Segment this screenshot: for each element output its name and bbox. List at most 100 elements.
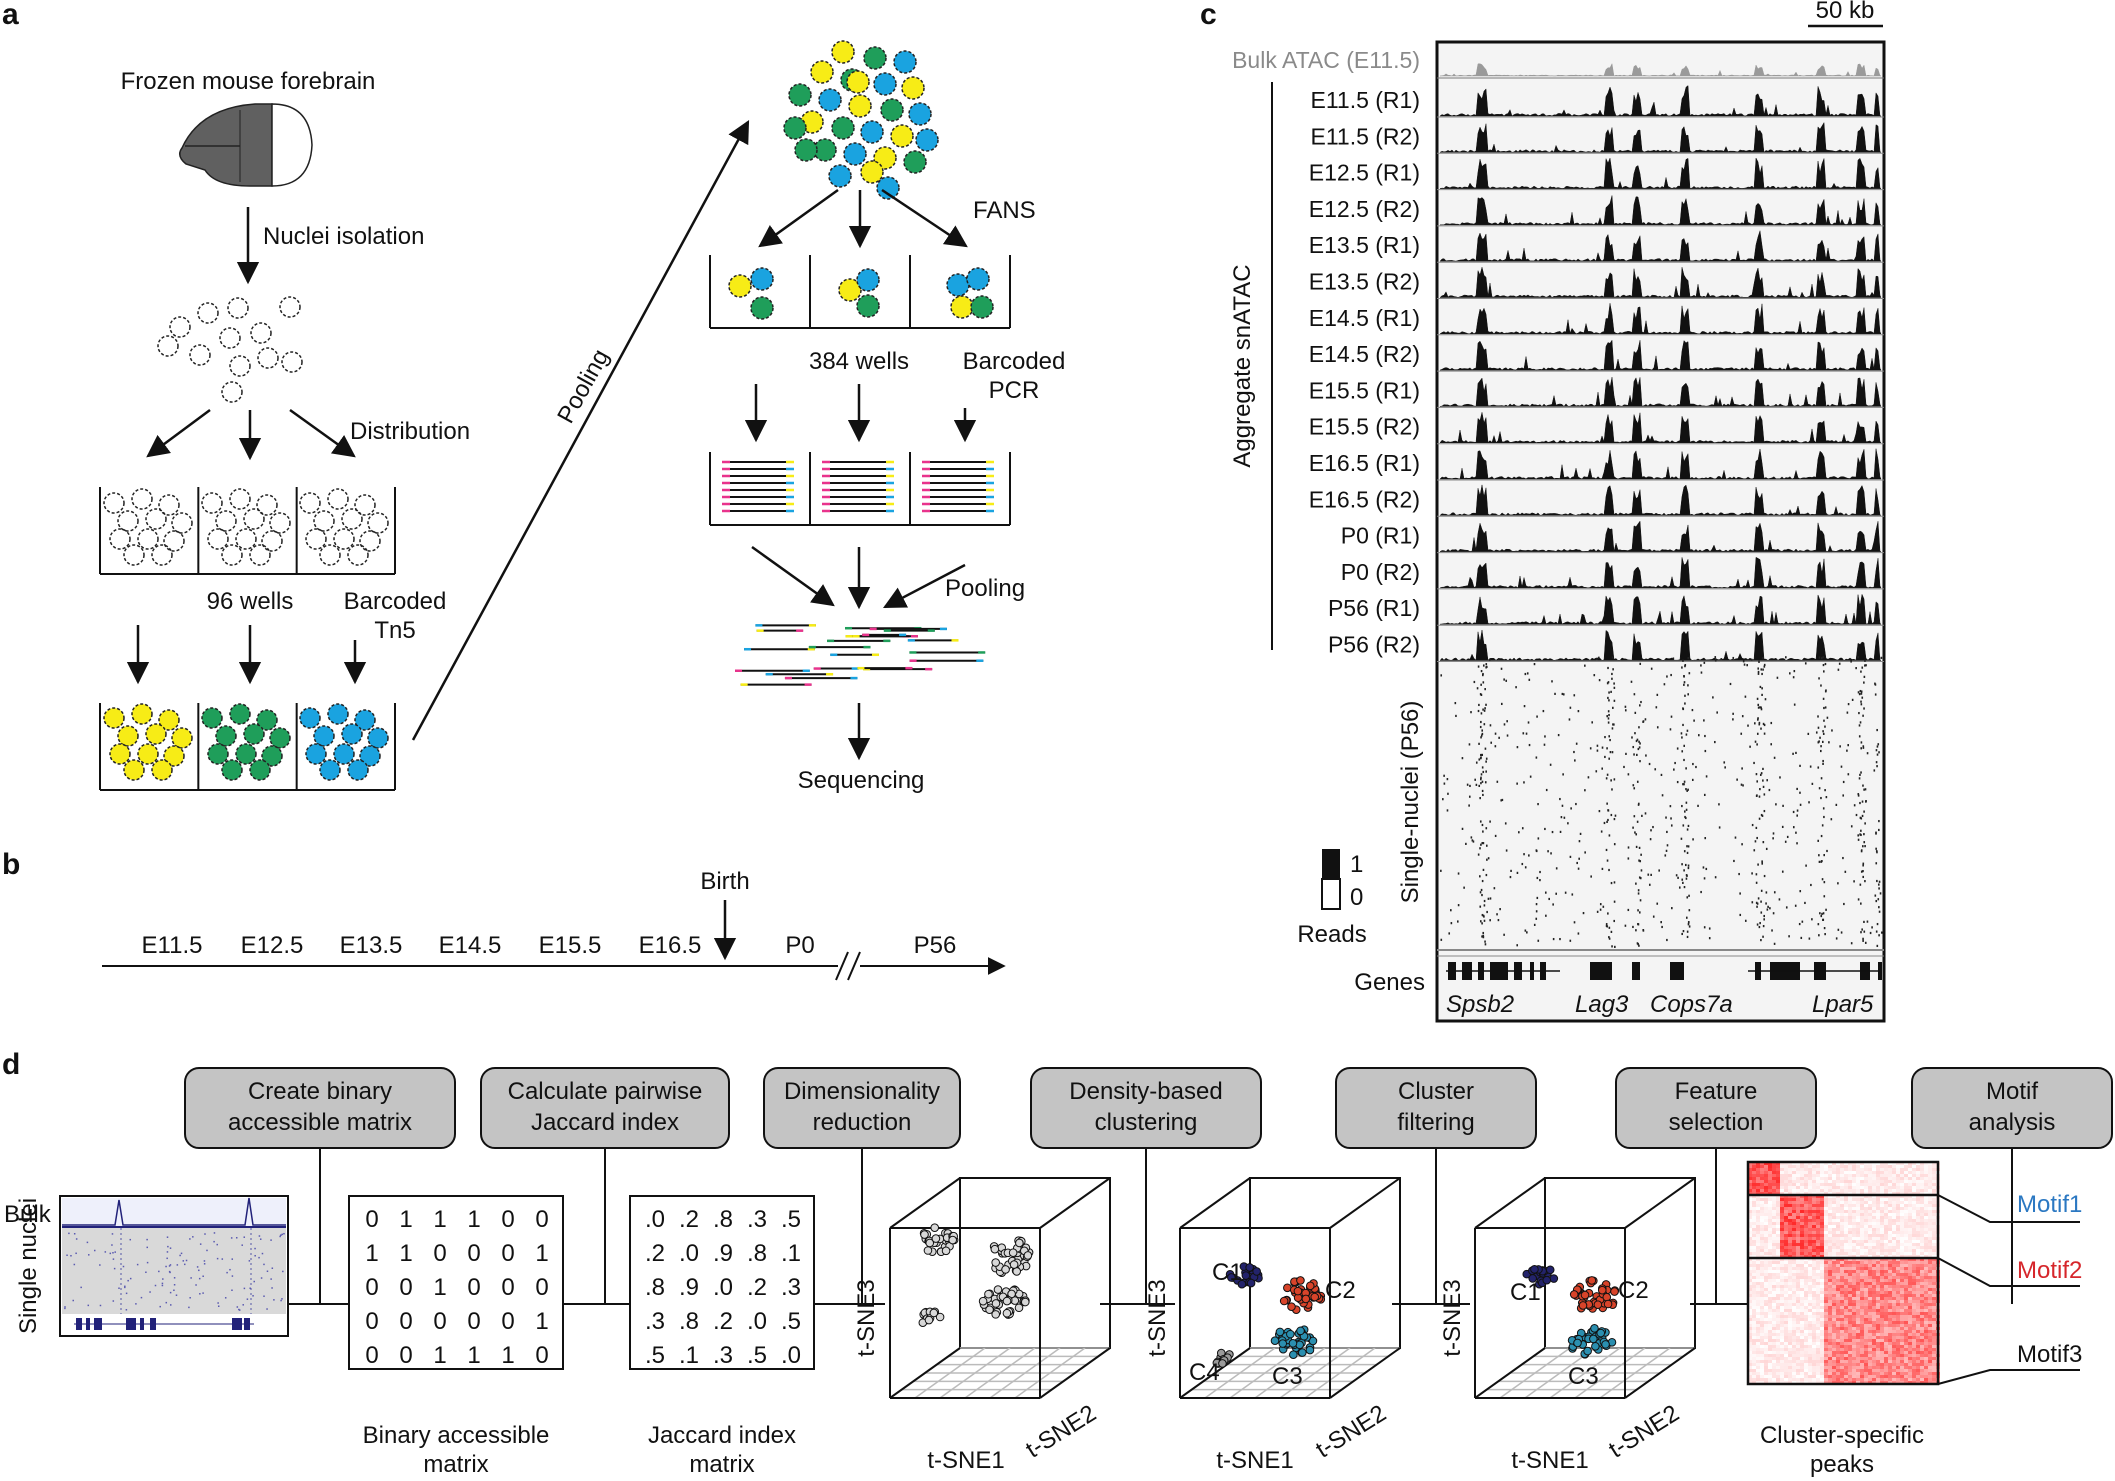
heatmap-cell [1844,1261,1848,1264]
matrix-cell: 0 [535,1342,548,1369]
heatmap-cell [1908,1165,1912,1168]
heatmap-cell [1876,1201,1880,1204]
heatmap-cell [1912,1222,1916,1225]
heatmap-cell [1868,1162,1872,1165]
heatmap-cell [1780,1216,1784,1219]
heatmap-cell [1836,1192,1840,1195]
heatmap-cell [1812,1186,1816,1189]
heatmap-cell [1908,1336,1912,1339]
heatmap-cell [1796,1261,1800,1264]
heatmap-cell [1868,1258,1872,1261]
read-dot [1479,891,1482,894]
heatmap-cell [1840,1201,1844,1204]
heatmap-cell [1872,1345,1876,1348]
read-dot [1552,903,1554,906]
read-dot [1824,725,1826,728]
heatmap-cell [1788,1183,1792,1186]
heatmap-cell [1756,1243,1760,1246]
heatmap-cell [1864,1165,1868,1168]
pipeline-step-line2: reduction [813,1109,912,1136]
read-dot [1542,709,1545,713]
heatmap-cell [1812,1174,1816,1177]
fans-label: FANS [973,197,1036,224]
heatmap-cell [1832,1162,1836,1165]
heatmap-cell [1860,1336,1864,1339]
read-dot [1687,921,1690,924]
cube1-axis-x: t-SNE1 [927,1447,1004,1474]
heatmap-cell [1840,1222,1844,1225]
read-dot [1756,697,1759,700]
heatmap-cell [1864,1345,1868,1348]
heatmap-cell [1784,1207,1788,1210]
heatmap-cell [1760,1300,1764,1303]
heatmap-cell [1872,1210,1876,1213]
read-dot [1823,719,1825,722]
heatmap-cell [1816,1330,1820,1333]
heatmap-cell [1792,1168,1796,1171]
heatmap-cell [1848,1291,1852,1294]
read-dot [1471,839,1474,842]
heatmap-cell [1760,1198,1764,1201]
heatmap-cell [1748,1300,1752,1303]
heatmap-cell [1812,1303,1816,1306]
heatmap-cell [1756,1324,1760,1327]
heatmap-cell [1820,1225,1824,1228]
read-dot [1875,862,1878,865]
heatmap-cell [1924,1309,1928,1312]
nucleus [860,120,884,144]
heatmap-cell [1880,1252,1884,1255]
heatmap-cell [1924,1198,1928,1201]
heatmap-cell [1860,1324,1864,1327]
heatmap-cell [1764,1249,1768,1252]
heatmap-cell [1892,1162,1896,1165]
read-dot [1638,802,1640,805]
heatmap-cell [1824,1186,1828,1189]
tsne-point [1227,1273,1236,1282]
heatmap-cell [1916,1210,1920,1213]
heatmap-cell [1840,1318,1844,1321]
heatmap-cell [1932,1267,1936,1270]
read-dot [1635,833,1638,836]
heatmap-cell [1928,1339,1932,1342]
read-dot [1472,840,1475,843]
heatmap-cell [1932,1258,1936,1261]
heatmap-cell [1788,1273,1792,1276]
read-dot [1842,794,1845,797]
heatmap-cell [1784,1210,1788,1213]
heatmap-cell [1784,1261,1788,1264]
heatmap-cell [1856,1198,1860,1201]
heatmap-cell [1800,1303,1804,1306]
heatmap-cell [1776,1207,1780,1210]
heatmap-cell [1860,1246,1864,1249]
heatmap-cell [1928,1171,1932,1174]
heatmap-cell [1836,1174,1840,1177]
heatmap-cell [1776,1216,1780,1219]
heatmap-cell [1912,1240,1916,1243]
heatmap-cell [1816,1276,1820,1279]
heatmap-cell [1904,1339,1908,1342]
heatmap-cell [1932,1162,1936,1165]
heatmap-cell [1932,1201,1936,1204]
heatmap-cell [1860,1225,1864,1228]
heatmap-cell [1768,1306,1772,1309]
heatmap-cell [1848,1297,1852,1300]
read-dot [1772,837,1774,840]
heatmap-cell [1884,1261,1888,1264]
heatmap-cell [1760,1342,1764,1345]
tsne-point [1580,1290,1590,1300]
nucleus [354,494,376,516]
read-dot [1767,905,1769,908]
read-dot [1665,816,1667,819]
heatmap-cell [1816,1192,1820,1195]
heatmap-cell [1796,1210,1800,1213]
heatmap-cell [1916,1198,1920,1201]
heatmap-cell [1852,1324,1856,1327]
heatmap-cell [1816,1297,1820,1300]
read-dot [238,1308,240,1311]
heatmap-cell [1832,1243,1836,1246]
heatmap-cell [1920,1279,1924,1282]
heatmap-cell [1864,1303,1868,1306]
heatmap-cell [1800,1294,1804,1297]
heatmap-cell [1908,1183,1912,1186]
heatmap-cell [1784,1348,1788,1351]
